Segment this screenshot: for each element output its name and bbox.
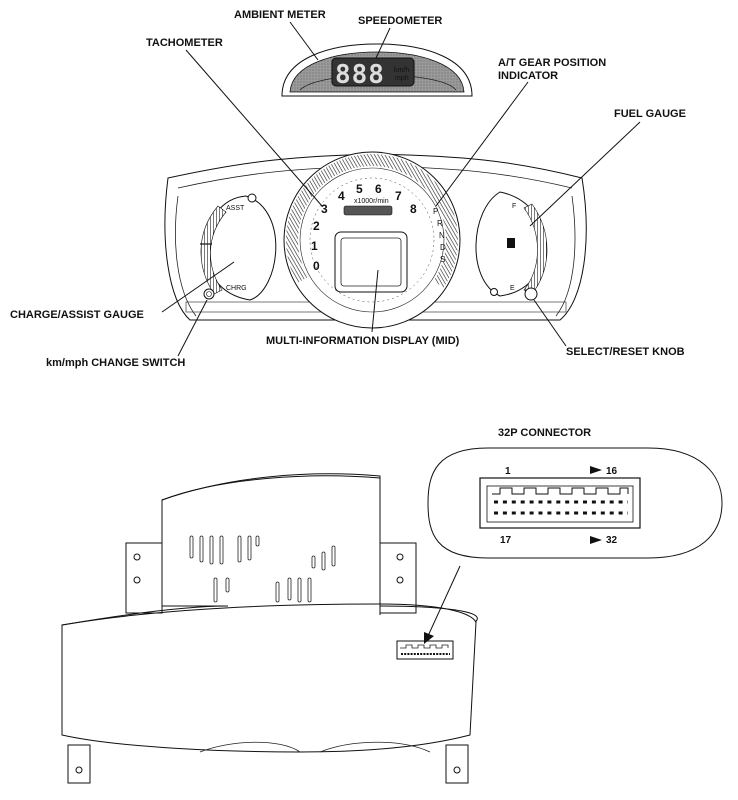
label-charge-assist-gauge: CHARGE/ASSIST GAUGE bbox=[10, 309, 144, 321]
pin-32-arrow bbox=[590, 536, 602, 544]
label-kmph-change-switch: km/mph CHANGE SWITCH bbox=[46, 357, 185, 369]
label-mid: MULTI-INFORMATION DISPLAY (MID) bbox=[266, 335, 460, 347]
speedometer-digits: 888 bbox=[335, 60, 385, 90]
pin-16-label: 16 bbox=[606, 466, 618, 477]
gear-position-indicator: P R N D S bbox=[433, 207, 446, 264]
speedometer-unit-kmh: km/h bbox=[394, 67, 409, 74]
multi-information-display bbox=[334, 231, 408, 293]
tachometer-dial: 0 1 2 3 4 5 6 7 8 x1000r/min bbox=[283, 151, 461, 329]
tach-number-1: 1 bbox=[311, 239, 318, 253]
pin-17-label: 17 bbox=[500, 535, 512, 546]
gear-r: R bbox=[437, 219, 443, 228]
tach-number-4: 4 bbox=[338, 189, 345, 203]
label-fuel-gauge: FUEL GAUGE bbox=[614, 108, 686, 120]
connector-zoom-bubble: 1 16 17 32 bbox=[427, 447, 723, 559]
fuel-pump-icon bbox=[507, 238, 515, 248]
tach-number-7: 7 bbox=[395, 189, 402, 203]
gear-n: N bbox=[439, 231, 445, 240]
pin-16-arrow bbox=[590, 466, 602, 474]
fuel-full-label: F bbox=[512, 203, 516, 210]
label-connector-title: 32P CONNECTOR bbox=[498, 427, 591, 439]
connector-pointer bbox=[424, 565, 461, 644]
tach-number-8: 8 bbox=[410, 202, 417, 216]
gauge-pivot bbox=[490, 288, 498, 296]
label-ambient-meter: AMBIENT METER bbox=[234, 9, 326, 21]
assist-label: ASST bbox=[226, 205, 245, 212]
housing-connector-socket bbox=[396, 640, 454, 660]
label-at-gear-line1: A/T GEAR POSITION bbox=[498, 57, 606, 69]
fuel-empty-label: E bbox=[510, 285, 515, 292]
rear-housing bbox=[61, 473, 478, 784]
eco-badge bbox=[343, 205, 393, 216]
fuel-gauge: F E bbox=[475, 191, 548, 297]
pin-1-label: 1 bbox=[505, 466, 511, 477]
charge-assist-gauge: ASST CHRG bbox=[200, 193, 277, 301]
km-mph-change-switch[interactable] bbox=[203, 288, 215, 300]
label-at-gear-line2: INDICATOR bbox=[498, 70, 558, 82]
tach-number-5: 5 bbox=[356, 182, 363, 196]
tach-number-6: 6 bbox=[375, 182, 382, 196]
gear-s: S bbox=[440, 255, 445, 264]
gauge-pivot bbox=[247, 193, 257, 203]
label-tachometer: TACHOMETER bbox=[146, 37, 223, 49]
gear-p: P bbox=[433, 207, 438, 216]
tach-number-2: 2 bbox=[313, 219, 320, 233]
tach-number-0: 0 bbox=[313, 259, 320, 273]
tach-unit: x1000r/min bbox=[354, 198, 389, 205]
label-speedometer: SPEEDOMETER bbox=[358, 15, 442, 27]
select-reset-knob[interactable] bbox=[524, 287, 538, 301]
speedometer-unit-mph: mph bbox=[395, 75, 409, 82]
label-select-reset-knob: SELECT/RESET KNOB bbox=[566, 346, 685, 358]
tach-number-3: 3 bbox=[321, 202, 328, 216]
speedometer-pod: 888 km/h mph bbox=[281, 43, 473, 97]
charge-label: CHRG bbox=[226, 285, 247, 292]
pin-32-label: 32 bbox=[606, 535, 618, 546]
leader-lines bbox=[161, 21, 641, 357]
gear-d: D bbox=[440, 243, 446, 252]
